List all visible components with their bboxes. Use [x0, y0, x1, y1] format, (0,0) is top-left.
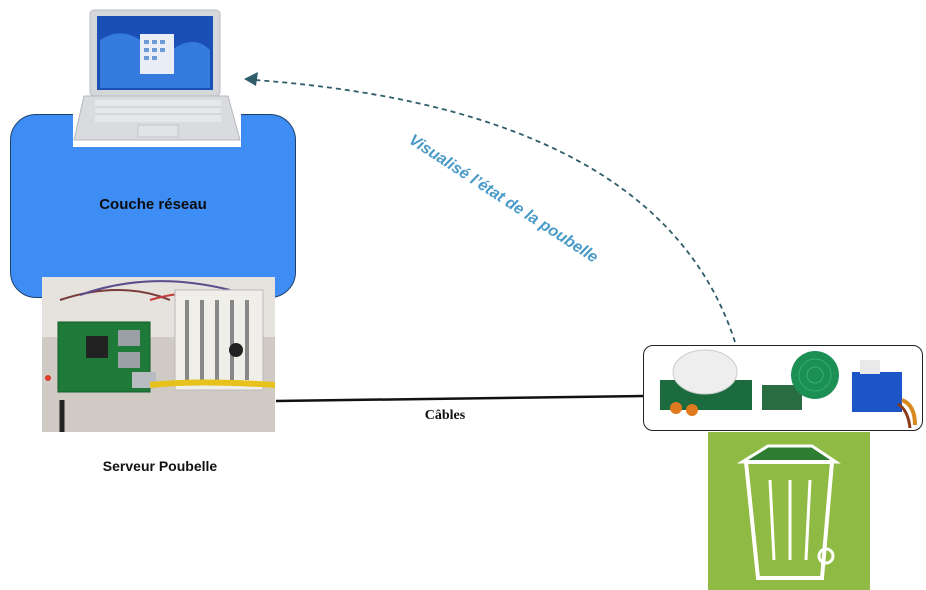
server-label: Serveur Poubelle — [102, 458, 218, 474]
arrow-head — [244, 72, 258, 86]
visualize-arrow — [254, 79, 736, 343]
trash-bin-panel — [708, 432, 870, 590]
raspberry-pi-board-icon — [42, 277, 276, 432]
sensor-box — [643, 345, 923, 431]
cable-label: Câbles — [424, 408, 466, 423]
cable-line — [275, 394, 644, 403]
network-layer-label: Couche réseau — [99, 196, 207, 213]
laptop-icon — [73, 5, 241, 147]
